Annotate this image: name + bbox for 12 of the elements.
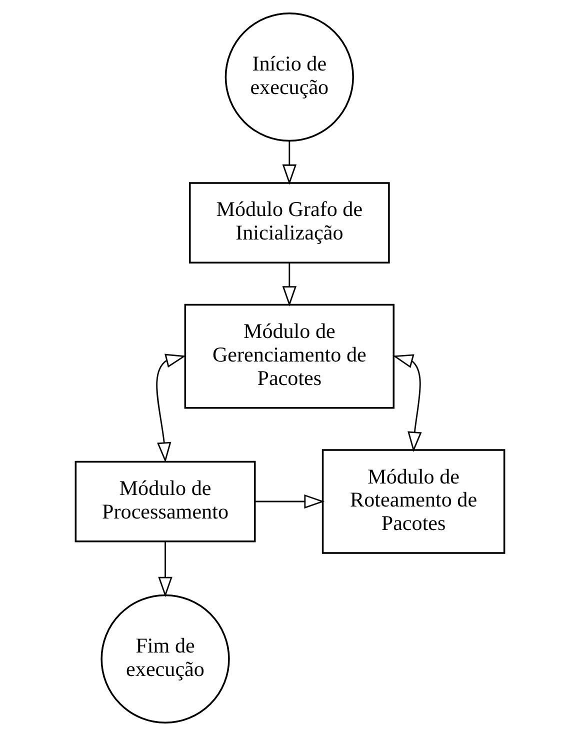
arrow (254, 494, 324, 509)
arrow (158, 541, 172, 598)
node-box: Módulo de Roteamento de Pacotes (321, 449, 505, 554)
arrow (282, 262, 296, 306)
node-circle: Início de execução (224, 12, 354, 142)
arrow (156, 354, 186, 463)
arrow (282, 141, 296, 185)
arrow (392, 354, 422, 452)
node-box: Módulo de Processamento (74, 460, 256, 542)
node-box: Módulo Grafo de Inicialização (188, 182, 390, 264)
node-box: Módulo de Gerenciamento de Pacotes (184, 304, 394, 409)
node-circle: Fim de execução (100, 594, 230, 724)
